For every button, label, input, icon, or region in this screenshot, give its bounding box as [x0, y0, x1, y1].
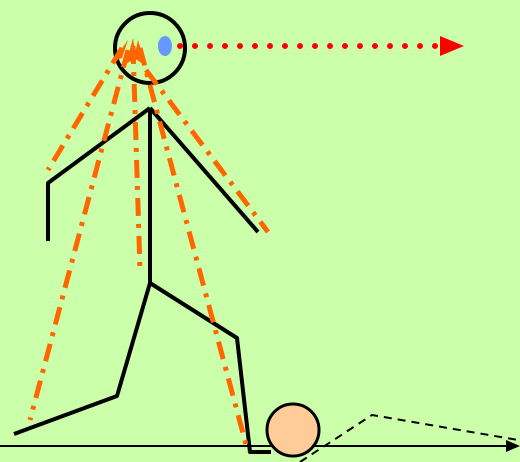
sight-arrowhead	[134, 40, 146, 66]
eye-icon	[158, 36, 172, 56]
sight-line-to-hand	[45, 46, 125, 172]
sight-arrowhead	[126, 38, 136, 64]
sight-lines	[27, 45, 270, 453]
sight-line-to-right-hand	[144, 68, 270, 234]
kicking-leg	[148, 281, 271, 454]
left-arm	[46, 106, 152, 241]
right-arm	[148, 106, 260, 234]
back-leg	[13, 282, 152, 436]
head	[113, 11, 187, 85]
ball-trajectory-dashed-line	[299, 413, 519, 462]
dotted-arrow-icon	[177, 36, 464, 56]
gaze-arrowhead	[440, 36, 464, 56]
sight-line-to-kicking-foot	[137, 47, 251, 453]
sight-arrowhead	[112, 40, 128, 62]
stick-figure-icon	[13, 11, 271, 454]
sight-arrowheads	[112, 38, 146, 66]
sight-line-to-back-foot	[27, 49, 131, 421]
ball-icon	[265, 402, 321, 458]
